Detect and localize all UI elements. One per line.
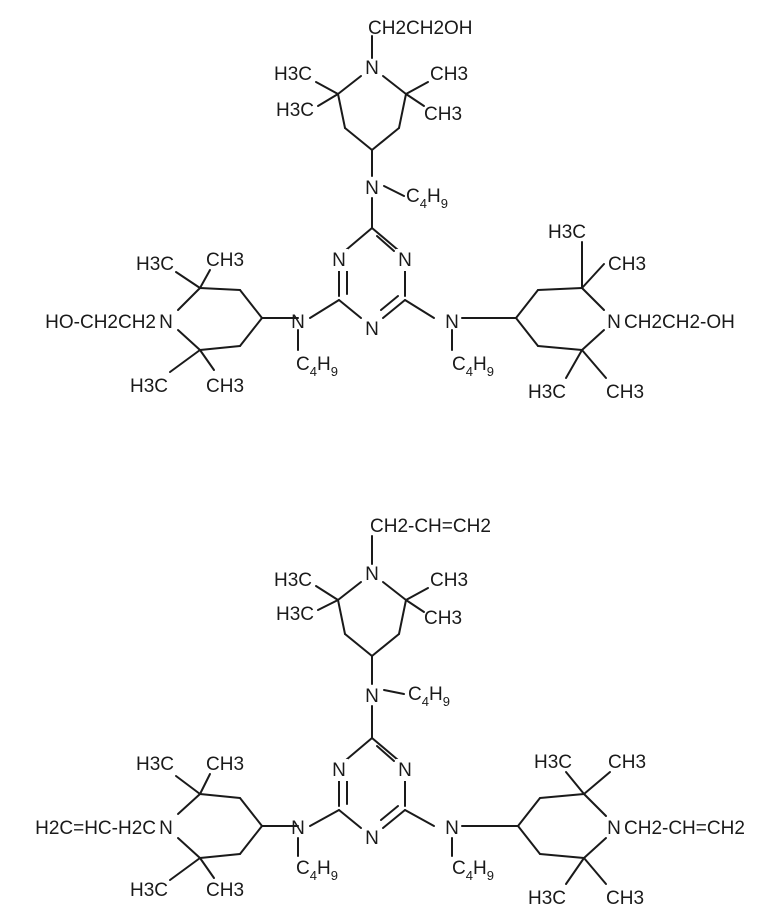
chain-left: H2C=HC-H2C xyxy=(35,818,156,839)
methyl-left-4: CH3 xyxy=(206,880,244,901)
methyl-left-2: CH3 xyxy=(206,754,244,775)
structure-2-top-substituent: N C4H9 N CH2-CH=CH2 H3C CH3 H3C CH3 xyxy=(274,516,491,709)
amine-n-top: N xyxy=(365,178,379,199)
structure-1-top-substituent: N C4H9 N CH2CH2OH H3C CH3 H3C CH3 xyxy=(274,18,473,211)
amine-n-top: N xyxy=(365,686,379,707)
butyl-top: C4H9 xyxy=(408,684,450,709)
butyl-right: C4H9 xyxy=(452,354,494,379)
structure-2: N N N N C4H9 N CH2-CH=CH2 H3C CH3 H3C CH… xyxy=(35,516,745,909)
piperidine-n-left: N xyxy=(159,818,173,839)
butyl-top: C4H9 xyxy=(406,186,448,211)
piperidine-n-right: N xyxy=(607,312,621,333)
methyl-top-3: H3C xyxy=(276,100,314,121)
triazine-n-3: N xyxy=(365,828,379,849)
methyl-top-2: CH3 xyxy=(430,570,468,591)
methyl-top-1: H3C xyxy=(274,64,312,85)
triazine-n-1: N xyxy=(332,760,346,781)
amine-n-right: N xyxy=(445,312,459,333)
methyl-right-4: CH3 xyxy=(606,888,644,909)
methyl-top-4: CH3 xyxy=(424,608,462,629)
structure-1: N N N N C4H9 N CH2CH2OH H3C CH3 H3C CH3 … xyxy=(45,18,735,403)
amine-n-right: N xyxy=(445,818,459,839)
methyl-right-1: H3C xyxy=(548,222,586,243)
methyl-right-4: CH3 xyxy=(606,382,644,403)
piperidine-n-top: N xyxy=(365,564,379,585)
methyl-left-2: CH3 xyxy=(206,250,244,271)
structure-2-left-substituent: N C4H9 N H2C=HC-H2C H3C CH3 H3C CH3 xyxy=(35,754,338,901)
triazine-n-3: N xyxy=(365,319,379,340)
methyl-right-2: CH3 xyxy=(608,254,646,275)
amine-n-left: N xyxy=(291,312,305,333)
methyl-right-1: H3C xyxy=(534,752,572,773)
methyl-top-1: H3C xyxy=(274,570,312,591)
butyl-left: C4H9 xyxy=(296,354,338,379)
methyl-top-3: H3C xyxy=(276,604,314,625)
structure-1-triazine: N N N xyxy=(330,249,414,340)
triazine-n-2: N xyxy=(398,250,412,271)
chain-left: HO-CH2CH2 xyxy=(45,312,156,333)
butyl-right: C4H9 xyxy=(452,858,494,883)
methyl-right-2: CH3 xyxy=(608,752,646,773)
butyl-left: C4H9 xyxy=(296,858,338,883)
chain-top: CH2CH2OH xyxy=(368,18,473,39)
structure-2-bonds xyxy=(169,535,611,885)
methyl-right-3: H3C xyxy=(528,382,566,403)
methyl-left-3: H3C xyxy=(130,880,168,901)
methyl-left-1: H3C xyxy=(136,754,174,775)
structure-1-bonds xyxy=(169,35,607,379)
structure-2-triazine: N N N xyxy=(330,759,414,849)
methyl-right-3: H3C xyxy=(528,888,566,909)
methyl-left-3: H3C xyxy=(130,376,168,397)
triazine-n-1: N xyxy=(332,250,346,271)
structure-2-right-substituent: N C4H9 N CH2-CH=CH2 H3C CH3 H3C CH3 xyxy=(445,752,745,909)
structure-1-right-substituent: N C4H9 N CH2CH2-OH H3C CH3 H3C CH3 xyxy=(445,222,735,403)
methyl-top-4: CH3 xyxy=(424,104,462,125)
piperidine-n-left: N xyxy=(159,312,173,333)
amine-n-left: N xyxy=(291,818,305,839)
methyl-left-1: H3C xyxy=(136,254,174,275)
methyl-left-4: CH3 xyxy=(206,376,244,397)
chain-top: CH2-CH=CH2 xyxy=(370,516,491,537)
structure-1-left-substituent: N C4H9 N HO-CH2CH2 H3C CH3 H3C CH3 xyxy=(45,250,338,397)
triazine-n-2: N xyxy=(398,760,412,781)
chain-right: CH2CH2-OH xyxy=(624,312,735,333)
piperidine-n-top: N xyxy=(365,58,379,79)
piperidine-n-right: N xyxy=(607,818,621,839)
methyl-top-2: CH3 xyxy=(430,64,468,85)
chain-right: CH2-CH=CH2 xyxy=(624,818,745,839)
